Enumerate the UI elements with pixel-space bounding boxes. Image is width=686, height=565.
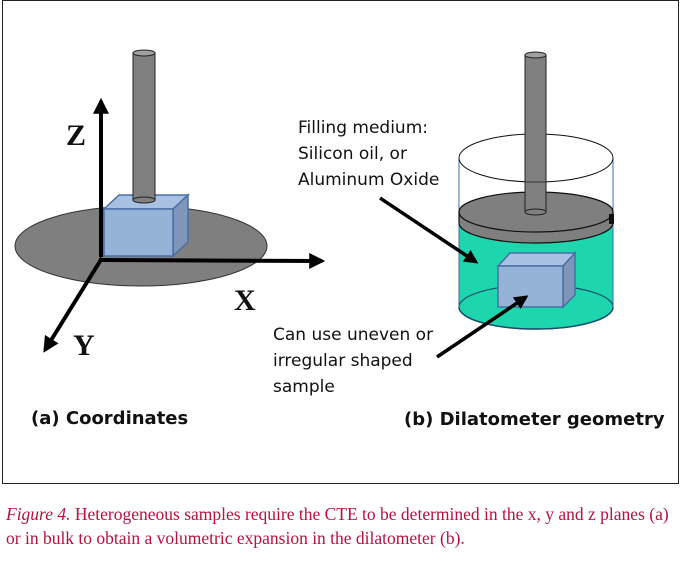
panel-b-title: (b) Dilatometer geometry	[404, 409, 665, 430]
caption-text: Heterogeneous samples require the CTE to…	[6, 504, 669, 548]
x-axis-label: X	[234, 284, 256, 317]
sample-pointer-arrow	[436, 295, 529, 359]
sample-cube	[102, 193, 190, 258]
sample-label: Can use uneven or irregular shaped sampl…	[273, 325, 433, 397]
panel-b: Filling medium: Silicon oil, or Aluminum…	[273, 51, 665, 430]
push-rod	[132, 49, 156, 204]
y-axis	[43, 256, 104, 353]
filling-label-line-2: Silicon oil, or	[298, 144, 407, 164]
y-axis-label: Y	[73, 329, 95, 362]
sample-label-line-3: sample	[273, 377, 335, 397]
sample-cube-b	[496, 251, 577, 309]
figure-label: Figure 4.	[6, 504, 71, 524]
filling-pointer-arrow	[379, 196, 479, 264]
filling-label-line-1: Filling medium:	[298, 118, 428, 138]
filling-medium-label: Filling medium: Silicon oil, or Aluminum…	[298, 118, 439, 190]
filling-label-line-3: Aluminum Oxide	[298, 170, 439, 190]
z-axis-label: Z	[66, 119, 86, 152]
figure-caption: Figure 4. Heterogeneous samples require …	[6, 502, 682, 550]
panel-a: Z X Y (a) Coordinates	[14, 49, 326, 429]
panel-a-title: (a) Coordinates	[31, 408, 188, 429]
x-axis	[98, 252, 326, 269]
sample-label-line-2: irregular shaped	[273, 351, 413, 371]
push-rod-b	[524, 51, 547, 216]
sample-label-line-1: Can use uneven or	[273, 325, 433, 345]
diagram: Z X Y (a) Coordinates	[14, 49, 665, 430]
